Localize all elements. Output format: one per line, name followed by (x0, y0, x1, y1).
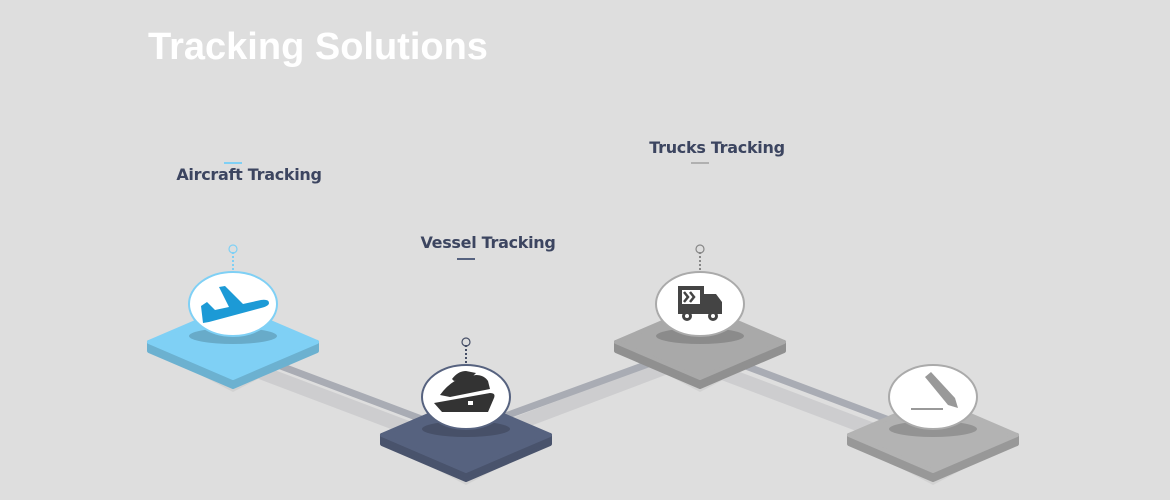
platform-pencil[interactable] (847, 364, 1019, 485)
step-label-vessel: Vessel Tracking (420, 233, 556, 252)
step-dash-trucks (691, 162, 709, 164)
truck-icon (678, 286, 722, 321)
airplane-icon (201, 286, 269, 323)
step-dash-vessel (457, 258, 475, 260)
ship-icon (434, 371, 495, 412)
icon-badge (888, 364, 978, 430)
step-label-aircraft: Aircraft Tracking (176, 165, 322, 184)
platform-airplane[interactable] (147, 244, 319, 392)
step-label-trucks: Trucks Tracking (649, 138, 785, 157)
step-dash-aircraft (224, 162, 242, 164)
pin-circle (228, 244, 238, 254)
pin-circle (695, 244, 705, 254)
pencil-icon (911, 372, 958, 410)
platform-ship[interactable] (380, 337, 552, 485)
platform-truck[interactable] (614, 244, 786, 392)
page-title: Tracking Solutions (148, 26, 488, 68)
pin-circle (461, 337, 471, 347)
connector-2 (497, 352, 683, 437)
